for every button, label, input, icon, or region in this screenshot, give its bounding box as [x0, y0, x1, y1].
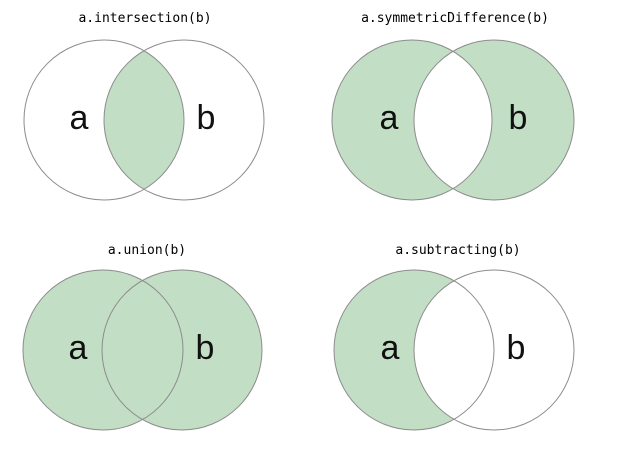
- circle-b-outline: [413, 39, 575, 201]
- set-label-a: a: [70, 99, 89, 137]
- diagram-title-intersection: a.intersection(b): [78, 11, 211, 26]
- diagram-title-symmetric-difference: a.symmetricDifference(b): [361, 11, 549, 26]
- circle-a-outline: [23, 39, 185, 201]
- venn-diagram-subtracting: a.subtracting(b) a b: [333, 243, 575, 431]
- diagram-title-subtracting: a.subtracting(b): [395, 243, 520, 258]
- venn-diagram-symmetric-difference: a.symmetricDifference(b) a b: [331, 11, 575, 201]
- overlap-region: [104, 50, 184, 190]
- overlap-region: [414, 280, 494, 420]
- venn-diagram-intersection: a.intersection(b) a b: [23, 11, 265, 201]
- set-label-b: b: [509, 99, 528, 137]
- set-label-b: b: [197, 99, 216, 137]
- diagram-title-union: a.union(b): [108, 243, 186, 258]
- set-label-b: b: [196, 329, 215, 367]
- circle-b-outline: [101, 269, 263, 431]
- circle-b-outline: [103, 39, 265, 201]
- circle-a-outline: [333, 269, 495, 431]
- set-label-a: a: [69, 329, 88, 367]
- overlap-region: [102, 280, 183, 420]
- set-label-a: a: [380, 99, 399, 137]
- circle-a-outline: [331, 39, 493, 201]
- venn-diagram-union: a.union(b) a b: [22, 243, 263, 431]
- overlap-region: [413, 51, 492, 189]
- set-label-a: a: [381, 329, 400, 367]
- circle-a-outline: [22, 269, 184, 431]
- set-label-b: b: [507, 329, 526, 367]
- circle-b-outline: [413, 269, 575, 431]
